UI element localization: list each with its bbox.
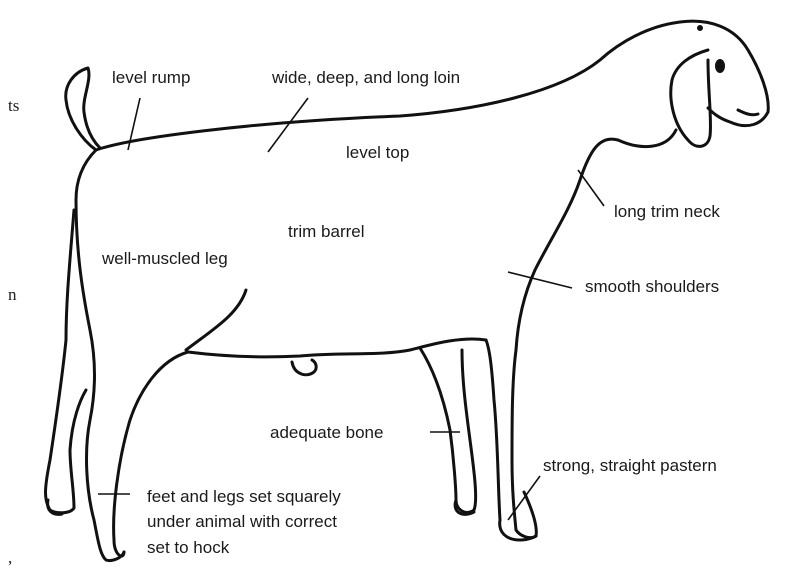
mouth-line bbox=[738, 110, 758, 115]
tail-outline bbox=[66, 68, 100, 150]
eye-shape bbox=[715, 59, 725, 73]
pointer-shoulders bbox=[508, 272, 572, 288]
udder-outline bbox=[292, 360, 316, 375]
label-pastern: strong, straight pastern bbox=[543, 455, 717, 476]
label-barrel: trim barrel bbox=[288, 221, 365, 242]
label-shoulders: smooth shoulders bbox=[585, 276, 719, 297]
label-feet-line1: feet and legs set squarely bbox=[147, 486, 341, 507]
horn-nub bbox=[697, 25, 703, 31]
hind-leg-near-rear bbox=[76, 150, 124, 561]
label-feet-line3: set to hock bbox=[147, 537, 229, 558]
hind-leg-near-back bbox=[186, 290, 246, 350]
label-neck: long trim neck bbox=[614, 201, 720, 222]
label-bone: adequate bone bbox=[270, 422, 383, 443]
front-leg-back bbox=[486, 340, 500, 520]
margin-fragment-1: ts bbox=[8, 96, 19, 116]
front-leg-far bbox=[420, 348, 476, 512]
pointer-neck bbox=[578, 170, 604, 206]
margin-fragment-2: n bbox=[8, 285, 17, 305]
ear-outline bbox=[671, 50, 711, 146]
belly-outline bbox=[188, 339, 486, 357]
label-feet-line2: under animal with correct bbox=[147, 511, 337, 532]
label-level-top: level top bbox=[346, 142, 409, 163]
margin-fragment-3: , bbox=[8, 548, 12, 568]
label-level-rump: level rump bbox=[112, 67, 190, 88]
label-leg: well-muscled leg bbox=[102, 248, 228, 269]
front-hoof bbox=[500, 520, 536, 540]
label-loin: wide, deep, and long loin bbox=[272, 67, 460, 88]
neck-front-outline bbox=[516, 130, 676, 350]
